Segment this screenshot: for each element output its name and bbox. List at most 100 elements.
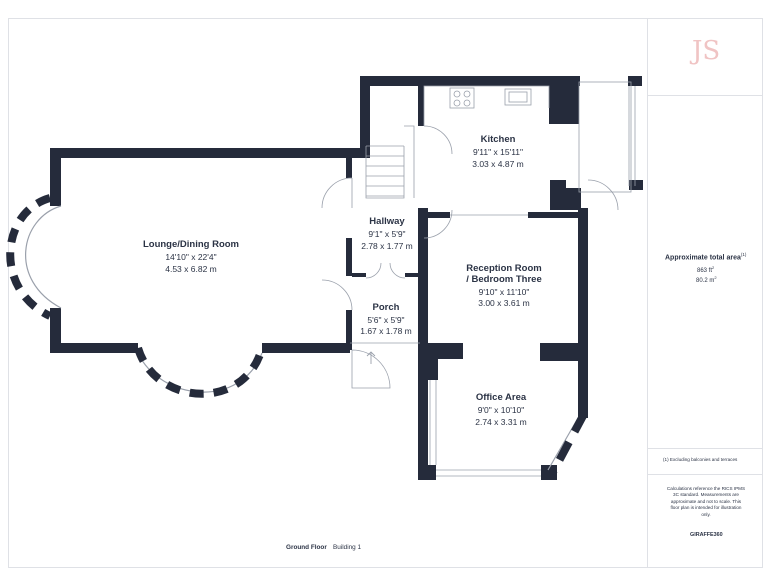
kitchen-imperial: 9'11" x 15'11": [473, 147, 523, 157]
hallway-name: Hallway: [369, 216, 405, 227]
door-swing: [351, 349, 391, 389]
disclaimer-line: approximate and not to scale. This: [670, 498, 742, 504]
lounge-bay-window: [6, 194, 52, 320]
door-swing: [587, 179, 619, 211]
office-metric: 2.74 x 3.31 m: [475, 417, 527, 427]
hob: [449, 87, 475, 109]
wall: [541, 465, 557, 480]
disclaimer: Calculations reference the RICS IPMS 3C …: [652, 486, 760, 518]
wall: [50, 308, 61, 353]
bay-windows: [6, 194, 588, 476]
wall: [346, 148, 352, 178]
wall: [528, 212, 578, 218]
area-title-sup: (1): [740, 252, 747, 257]
lounge-imperial: 14'10" x 22'4": [165, 252, 216, 262]
hob-ring: [453, 99, 461, 107]
wall: [629, 180, 643, 190]
disclaimer-line: only.: [701, 511, 711, 517]
lounge-bay-window: [25, 205, 62, 309]
stairs: [404, 125, 415, 198]
sink-bowl: [508, 91, 528, 103]
office-bay-window: [548, 412, 588, 476]
wall: [360, 76, 580, 86]
hob-ring: [453, 90, 461, 98]
area-sqm-text: 80.2 m: [696, 278, 715, 284]
kitchen-name: Kitchen: [481, 134, 516, 145]
hallway-metric: 2.78 x 1.77 m: [361, 241, 413, 251]
area-title: Approximate total area(1): [665, 252, 746, 261]
wall: [566, 188, 581, 210]
wall: [50, 343, 138, 353]
wall: [405, 273, 419, 277]
door-swing: [321, 279, 353, 311]
wall: [50, 148, 370, 158]
entrance-arrow-icon: [366, 351, 376, 364]
area-sqft-text: 863 ft: [697, 268, 713, 274]
office-name: Office Area: [476, 392, 527, 403]
wall: [418, 465, 436, 480]
note-divider-top: [648, 448, 763, 449]
wall: [346, 238, 352, 276]
wall: [628, 76, 642, 86]
sink: [504, 88, 532, 106]
wall: [426, 354, 438, 380]
area-title-text: Approximate total area: [665, 254, 741, 262]
reception-name-2: / Bedroom Three: [466, 274, 542, 285]
logo-divider: [648, 95, 763, 96]
agency-logo: JS: [692, 36, 721, 66]
stairs: [365, 145, 405, 199]
room-labels: Lounge/Dining Room 14'10" x 22'4" 4.53 x…: [143, 134, 542, 427]
wall: [578, 208, 588, 418]
wall: [540, 343, 578, 361]
reception-imperial: 9'10" x 11'10": [479, 287, 530, 297]
floor-label: Ground Floor: [286, 544, 327, 551]
hallway-imperial: 9'1" x 5'9": [368, 229, 405, 239]
wall: [346, 310, 352, 350]
lounge-name: Lounge/Dining Room: [143, 239, 239, 250]
wall: [262, 343, 350, 353]
area-sqm: 80.2 m2: [696, 275, 717, 284]
lounge-metric: 4.53 x 6.82 m: [165, 264, 217, 274]
wall: [418, 318, 424, 348]
wall: [50, 148, 61, 206]
wall: [352, 273, 366, 277]
wall: [550, 180, 566, 210]
wall: [549, 76, 579, 124]
disclaimer-line: Calculations reference the RICS IPMS: [666, 486, 746, 491]
walls: [50, 76, 643, 480]
wall: [360, 76, 370, 158]
office-imperial: 9'0" x 10'10": [478, 405, 525, 415]
door-swing: [423, 125, 453, 155]
wall: [418, 343, 463, 359]
building-label: Building 1: [333, 544, 362, 551]
lounge-bay-window: [134, 346, 266, 398]
plan-frame: [8, 18, 763, 568]
wall: [426, 212, 450, 218]
door-swing: [321, 177, 353, 209]
area-sqm-sup: 2: [714, 275, 717, 280]
area-sqft: 863 ft2: [697, 265, 714, 274]
disclaimer-line: floor plan is intended for illustration: [670, 505, 742, 511]
hob-ring: [463, 99, 471, 107]
area-sqft-sup: 2: [712, 265, 715, 270]
reception-name-1: Reception Room: [466, 263, 541, 274]
kitchen-metric: 3.03 x 4.87 m: [472, 159, 524, 169]
brand-logo: GIRAFFE360: [690, 532, 723, 538]
hob-ring: [463, 90, 471, 98]
kitchen-counter: [423, 85, 550, 126]
porch-imperial: 5'6" x 5'9": [367, 315, 404, 325]
wall: [418, 258, 424, 278]
reception-metric: 3.00 x 3.61 m: [478, 298, 530, 308]
porch-name: Porch: [373, 302, 400, 313]
side-panel: JS Approximate total area(1) 863 ft2 80.…: [647, 18, 763, 568]
wall: [418, 210, 426, 222]
outlines: [321, 81, 636, 477]
door-swing: [365, 262, 406, 279]
door-swing: [423, 209, 453, 239]
wall: [418, 86, 424, 126]
window-frame: [578, 81, 632, 193]
area-note: (1) Excluding balconies and terraces: [663, 457, 738, 462]
disclaimer-line: 3C standard. Measurements are: [673, 492, 739, 498]
